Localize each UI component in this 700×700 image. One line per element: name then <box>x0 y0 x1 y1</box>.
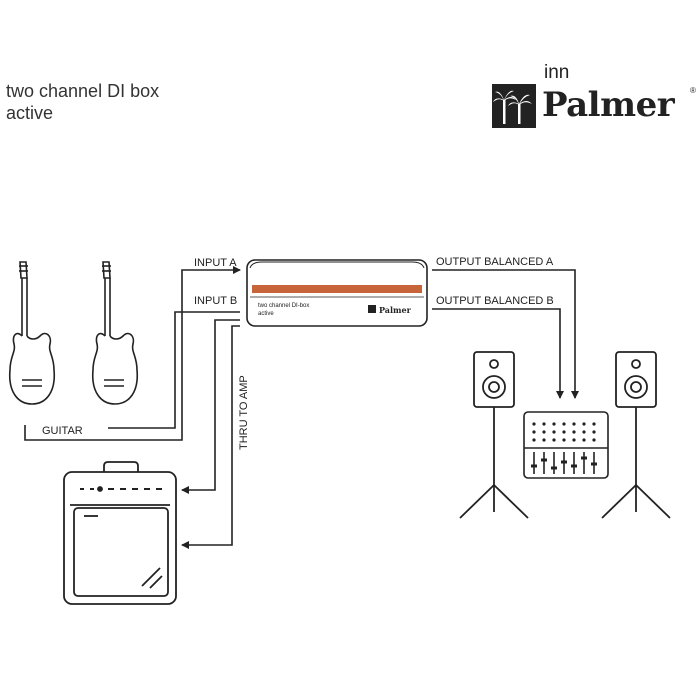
brand-name: Palmer <box>542 85 675 125</box>
palmer-logo: inn Palmer ® <box>492 62 700 134</box>
di-box-label-1: two channel DI-box <box>258 303 309 309</box>
thru-lines <box>181 319 240 549</box>
output-lines <box>432 269 579 399</box>
guitar-1-icon <box>8 261 56 405</box>
title-line-1: two channel DI box <box>6 81 160 101</box>
label-output-balanced-b: OUTPUT BALANCED B <box>436 295 554 307</box>
label-input-a: INPUT A <box>194 257 237 269</box>
speaker-right-icon <box>601 351 671 519</box>
di-box: two channel DI-box active Palmer <box>246 259 428 327</box>
label-input-b: INPUT B <box>194 295 237 307</box>
speaker-left-icon <box>459 351 529 519</box>
amplifier-icon <box>63 461 177 605</box>
mixer-icon <box>523 411 609 479</box>
registered-mark: ® <box>690 86 696 95</box>
brand-prefix: inn <box>544 62 570 83</box>
label-guitar: GUITAR <box>42 425 83 437</box>
title-line-2: active <box>6 103 54 123</box>
di-box-accent-stripe <box>252 285 422 293</box>
di-box-brand: Palmer <box>379 305 412 315</box>
label-output-balanced-a: OUTPUT BALANCED A <box>436 256 554 268</box>
guitar-cables <box>24 266 241 441</box>
label-thru-to-amp: THRU TO AMP <box>238 375 250 450</box>
palm-tree-icon <box>492 84 536 128</box>
di-box-logo-icon <box>368 305 376 313</box>
diagram-title: two channel DI box active <box>6 80 159 124</box>
di-box-label-2: active <box>258 311 274 317</box>
guitar-2-icon <box>91 261 139 405</box>
